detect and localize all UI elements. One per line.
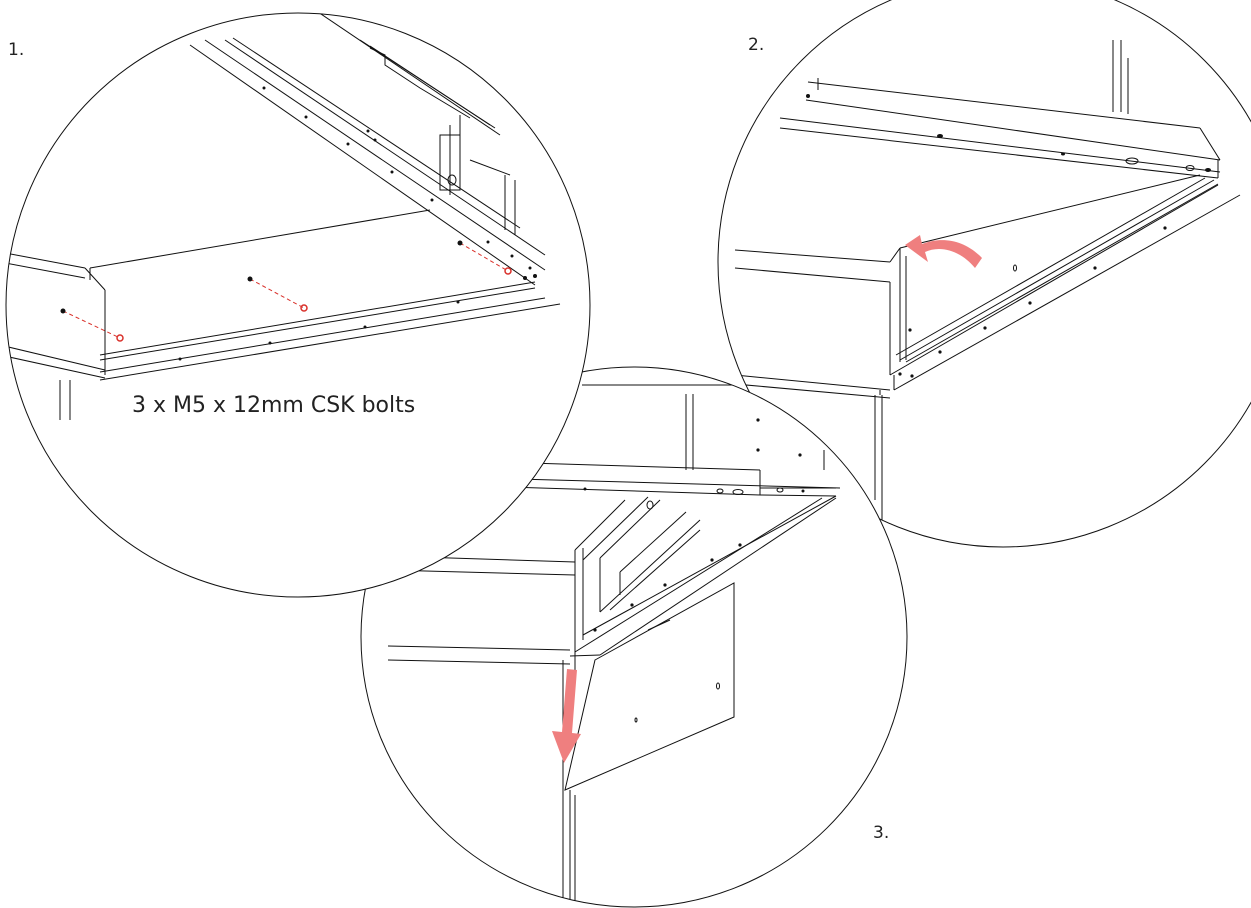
step3-label: 3. xyxy=(873,823,890,843)
bolt-icon xyxy=(247,276,308,312)
step1-label: 1. xyxy=(8,40,25,60)
step2-detail-circle xyxy=(718,0,1251,547)
step1-detail-circle xyxy=(0,12,590,597)
curved-arrow-icon xyxy=(905,235,982,268)
bolt-caption: 3 x M5 x 12mm CSK bolts xyxy=(132,393,416,418)
bolt-icon xyxy=(457,240,512,275)
step2-label: 2. xyxy=(748,35,765,55)
down-arrow-icon xyxy=(552,669,581,763)
bolt-icon xyxy=(60,308,124,342)
